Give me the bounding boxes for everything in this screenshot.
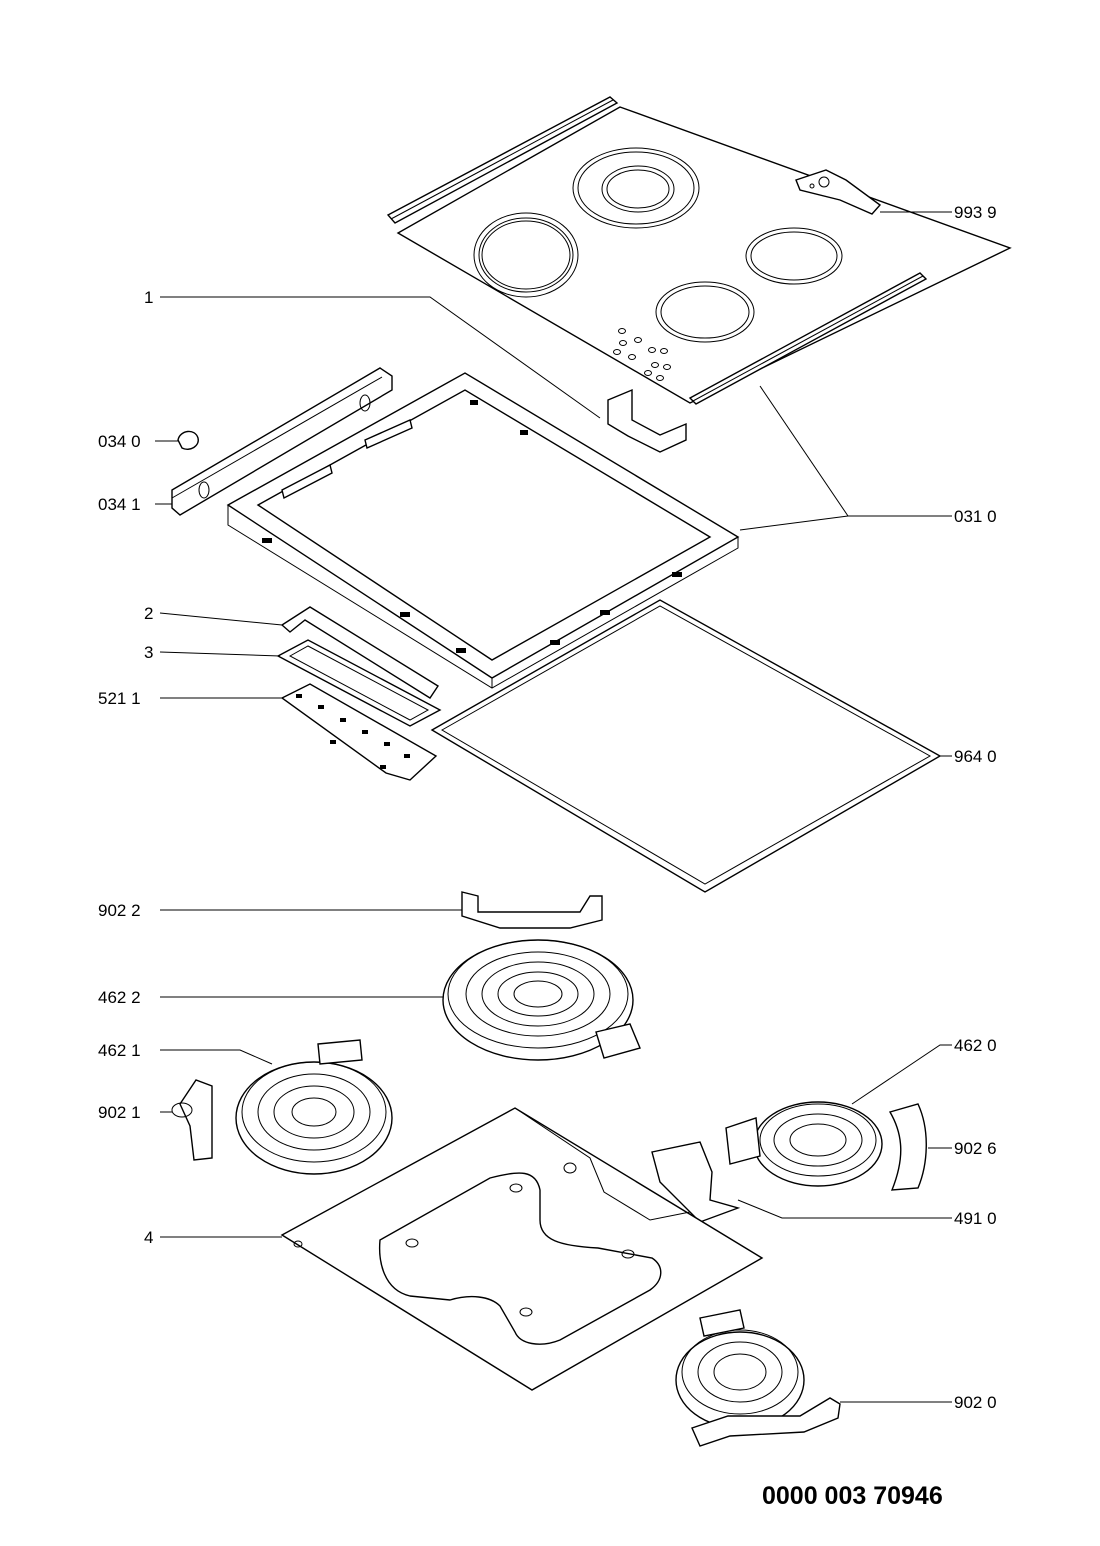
control-board-521-1 (280, 683, 438, 781)
document-number: 0000 003 70946 (762, 1482, 943, 1510)
callout-902-1: 902 1 (98, 1103, 141, 1122)
leader-lines (155, 211, 952, 1403)
bracket-902-2 (461, 891, 603, 929)
base-tray-4 (280, 1107, 764, 1391)
callout-902-6: 902 6 (954, 1139, 997, 1158)
hob-frame (226, 372, 740, 689)
clip-034-0 (177, 430, 199, 450)
bracket-902-1 (171, 1079, 213, 1161)
callout-3: 3 (144, 643, 153, 662)
callout-1: 1 (144, 288, 153, 307)
front-bracket (607, 388, 687, 453)
heating-element-462-0 (725, 1101, 883, 1187)
callout-462-2: 462 2 (98, 988, 141, 1007)
callout-031-0: 031 0 (954, 507, 997, 526)
callout-462-1: 462 1 (98, 1041, 141, 1060)
callout-462-0: 462 0 (954, 1036, 997, 1055)
bracket-902-6 (888, 1103, 927, 1191)
glass-ceramic-top (386, 96, 1012, 405)
heating-element-462-2 (442, 939, 641, 1061)
heating-element-462-1 (235, 1039, 393, 1175)
gasket-3 (276, 639, 442, 727)
callout-521-1: 521 1 (98, 689, 141, 708)
bracket-902-0 (691, 1397, 841, 1447)
side-rail-034-1 (171, 367, 393, 516)
bracket-2 (280, 606, 439, 699)
callout-4: 4 (144, 1228, 153, 1247)
terminal-block-491-0 (651, 1141, 741, 1223)
bracket-993-9 (795, 169, 882, 215)
callout-2: 2 (144, 604, 153, 623)
heating-element-lower (675, 1309, 805, 1429)
callout-034-1: 034 1 (98, 495, 141, 514)
callout-034-0: 034 0 (98, 432, 141, 451)
callout-491-0: 491 0 (954, 1209, 997, 1228)
callout-993-9: 993 9 (954, 203, 997, 222)
callout-902-0: 902 0 (954, 1393, 997, 1412)
callout-964-0: 964 0 (954, 747, 997, 766)
callout-902-2: 902 2 (98, 901, 141, 920)
